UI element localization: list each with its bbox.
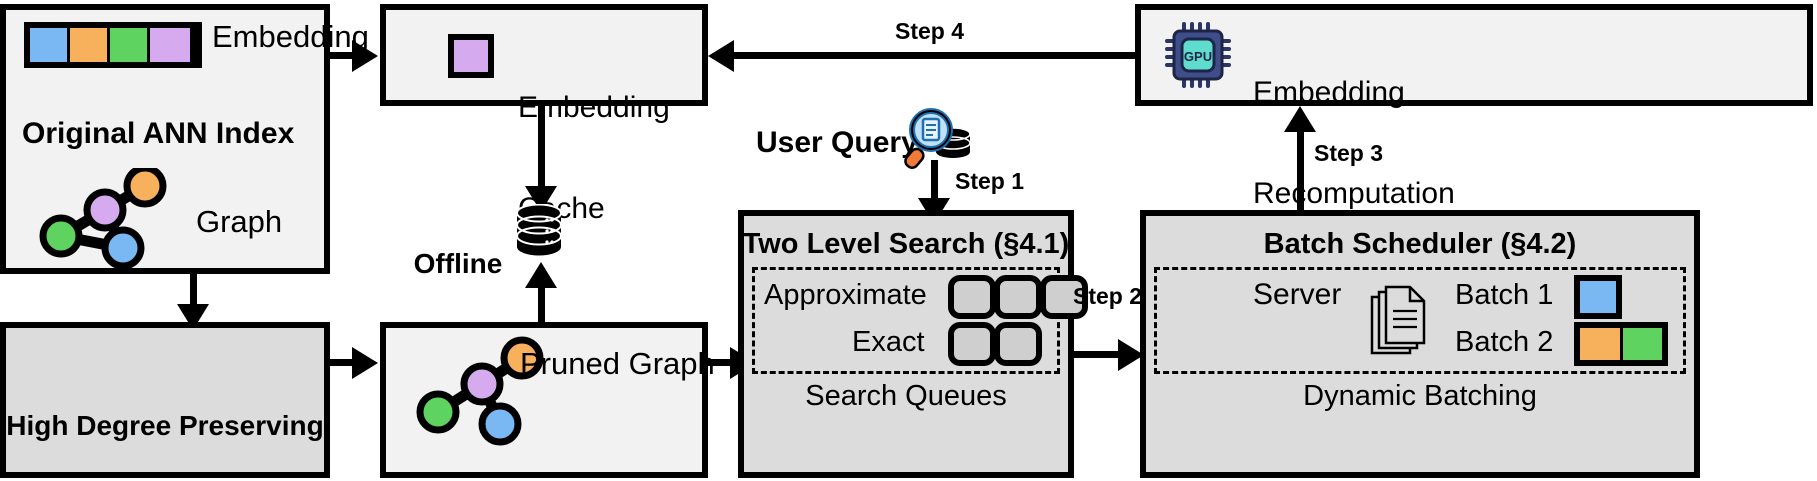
arrow-step2-head	[1118, 339, 1144, 371]
approximate-queue-cell[interactable]	[948, 275, 996, 319]
arrow-index-to-pruning-line	[190, 274, 197, 312]
batch2-swatch-orange	[1580, 328, 1623, 360]
embedding-cache-box	[380, 4, 708, 106]
gpu-chip-icon: GPU	[1165, 22, 1231, 88]
step2-label: Step 2	[1073, 283, 1143, 309]
recomputation-server-title: Embedding Recomputation Server	[1253, 9, 1455, 379]
graph-label: Graph	[196, 204, 283, 239]
graph-pruning-title: High Degree Preserving Graph Pruning (§5…	[4, 347, 326, 481]
exact-queue-cell[interactable]	[994, 322, 1042, 366]
gpu-icon-text: GPU	[1184, 49, 1212, 64]
embedding-swatch-blue	[30, 28, 70, 62]
graph-pruning-line1: High Degree Preserving	[6, 409, 324, 441]
step4-label: Step 4	[895, 18, 965, 44]
offline-storage-line1: Offline	[413, 247, 503, 279]
recomputation-server-line1: Embedding	[1253, 76, 1405, 110]
embedding-label: Embedding	[212, 19, 369, 54]
arrow-step3-head	[1284, 106, 1316, 132]
recomputation-server-box	[1135, 4, 1813, 106]
original-ann-index-title: Original ANN Index	[22, 117, 295, 150]
arrow-step2-line	[1074, 351, 1126, 358]
database-cylinder-icon	[516, 203, 562, 256]
batch2-swatch-strip	[1574, 322, 1668, 366]
arrow-pruned-to-storage-head	[525, 262, 557, 288]
arrow-step4-head	[708, 40, 734, 72]
search-queues-footer: Search Queues	[805, 380, 1007, 412]
magnifier-database-icon	[900, 108, 972, 170]
arrow-step4-line	[730, 52, 1135, 59]
search-queues-dashed-region	[752, 267, 1060, 374]
step3-label: Step 3	[1314, 140, 1384, 166]
original-graph-figure	[35, 164, 175, 270]
two-level-search-box	[738, 210, 1074, 478]
arrow-pruned-to-search-line	[708, 359, 736, 366]
dynamic-batching-footer: Dynamic Batching	[1303, 380, 1537, 412]
step1-label: Step 1	[955, 168, 1025, 194]
approximate-queue-row	[948, 275, 1088, 319]
embedding-swatch-orange	[70, 28, 110, 62]
approximate-label: Approximate	[764, 279, 927, 311]
batch-scheduler-title: Batch Scheduler (§4.2)	[1263, 228, 1577, 260]
arrow-index-to-cache-head	[352, 40, 378, 72]
batch1-swatch-blue	[1574, 275, 1622, 319]
dynamic-batching-dashed-region	[1154, 267, 1686, 374]
arrow-cache-to-storage-line	[538, 106, 545, 194]
exact-queue-cell[interactable]	[948, 322, 996, 366]
arrow-step1-line	[931, 160, 938, 206]
recomputation-server-line2: Recomputation	[1253, 176, 1455, 210]
arrow-pruning-to-pruned-line	[330, 359, 358, 366]
embedding-swatch-purple	[150, 28, 190, 62]
arrow-pruned-to-storage-line	[538, 268, 545, 322]
embedding-swatch-green	[110, 28, 150, 62]
arrow-pruning-to-pruned-head	[352, 347, 378, 379]
user-query-label: User Query	[756, 126, 918, 159]
approximate-queue-cell[interactable]	[1040, 275, 1088, 319]
two-level-search-title: Two Level Search (§4.1)	[742, 228, 1070, 260]
exact-label: Exact	[852, 326, 925, 358]
batch1-label: Batch 1	[1455, 279, 1554, 311]
graph-pruning-box	[0, 322, 330, 478]
pruned-graph-figure	[410, 336, 550, 446]
arrow-index-to-cache-line	[330, 52, 358, 59]
arrow-step3-line	[1297, 132, 1304, 210]
exact-queue-row	[948, 322, 1042, 366]
documents-icon	[1366, 283, 1428, 359]
batch2-label: Batch 2	[1455, 326, 1554, 358]
batch2-swatch-green	[1622, 328, 1662, 360]
recomputation-server-line3: Server	[1253, 277, 1342, 311]
pruned-graph-label: Pruned Graph	[520, 346, 715, 381]
embedding-cache-swatch	[448, 34, 494, 78]
approximate-queue-cell[interactable]	[994, 275, 1042, 319]
embedding-swatch-strip	[24, 22, 202, 68]
